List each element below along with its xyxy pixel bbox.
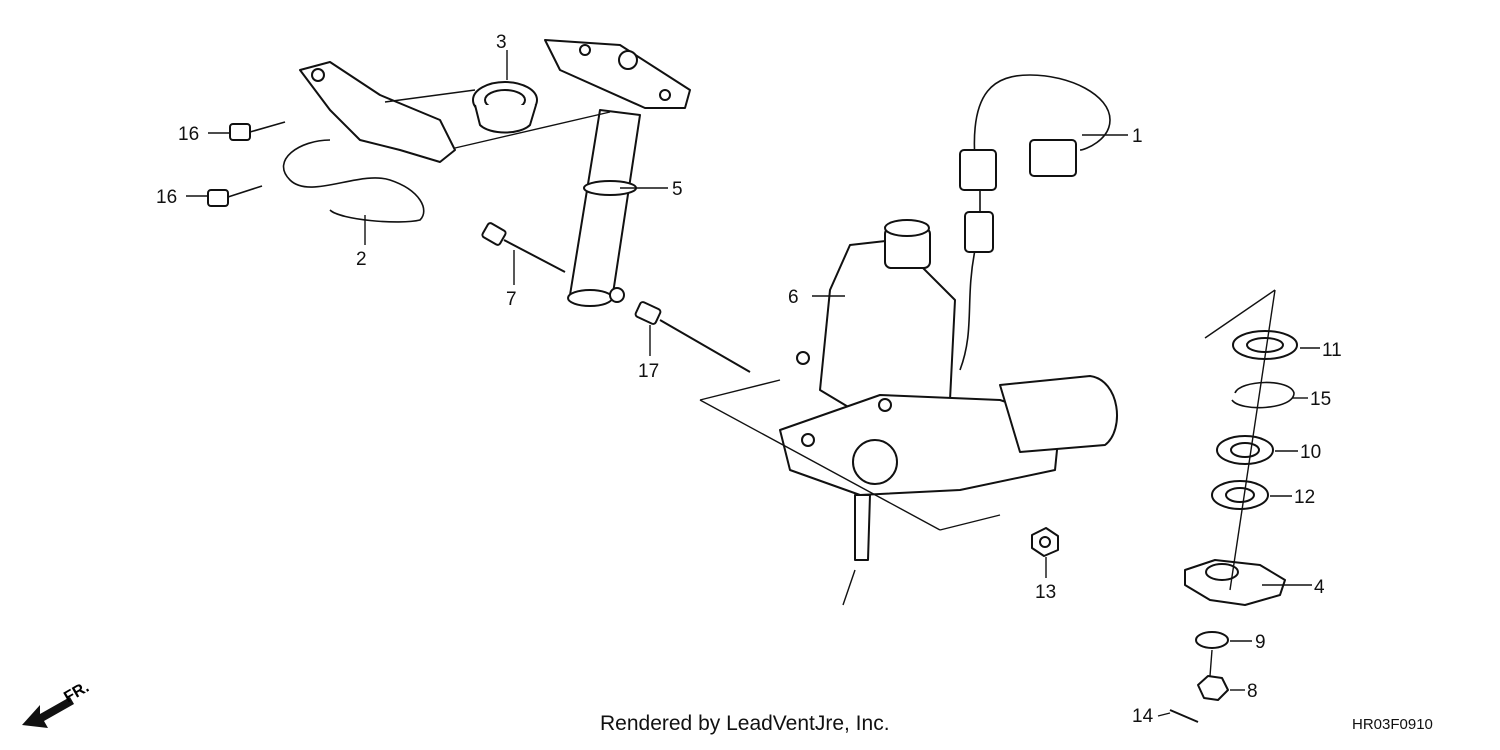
- part-4-housing: [1184, 559, 1286, 606]
- callout-11: 11: [1322, 340, 1342, 361]
- callout-1: 1: [1132, 126, 1143, 147]
- part-15-circlip: [1231, 381, 1295, 409]
- part-1-wire-harness: [959, 74, 1111, 371]
- callout-3: 3: [496, 32, 507, 53]
- callout-12: 12: [1294, 487, 1315, 508]
- part-13-nut: [1031, 527, 1059, 557]
- diagram-code: HR03F0910: [1352, 716, 1433, 733]
- callout-17: 17: [638, 361, 659, 382]
- callout-14: 14: [1132, 706, 1154, 727]
- callout-labels: 1 2 3 4 5 6 7 8 9 10 11 12 13 14 15 16 1…: [156, 32, 1342, 727]
- part-3-seal: [472, 81, 538, 134]
- callout-9: 9: [1255, 632, 1266, 653]
- part-17-long-bolt: [634, 301, 751, 373]
- steering-bracket: [544, 39, 691, 109]
- callout-16-upper: 16: [178, 124, 199, 145]
- leader-lines: [186, 50, 1320, 717]
- part-7-bolt: [481, 222, 566, 273]
- part-6-eps-unit: [779, 219, 1118, 561]
- callout-6: 6: [788, 287, 799, 308]
- part-10-bearing: [1216, 435, 1274, 465]
- part-16-bolt-upper: [229, 121, 286, 141]
- part-5-steering-column: [567, 109, 641, 307]
- callout-16-lower: 16: [156, 187, 177, 208]
- callout-15: 15: [1310, 389, 1331, 410]
- callout-13: 13: [1035, 582, 1056, 603]
- part-9-washer: [1195, 631, 1229, 649]
- callout-5: 5: [672, 179, 683, 200]
- callout-8: 8: [1247, 681, 1258, 702]
- front-arrow-icon: [22, 697, 74, 728]
- callout-4: 4: [1314, 577, 1325, 598]
- part-8-nut: [1197, 675, 1229, 701]
- callout-10: 10: [1300, 442, 1321, 463]
- render-credit: Rendered by LeadVentJre, Inc.: [600, 712, 890, 735]
- part-12-seal: [1211, 480, 1269, 510]
- part-2-wire-stay: [282, 61, 456, 223]
- callout-2: 2: [356, 249, 367, 270]
- alignment-lines: [384, 89, 1276, 677]
- part-16-bolt-lower: [207, 185, 263, 207]
- callout-7: 7: [506, 289, 517, 310]
- part-14-cotter-pin: [1169, 709, 1199, 723]
